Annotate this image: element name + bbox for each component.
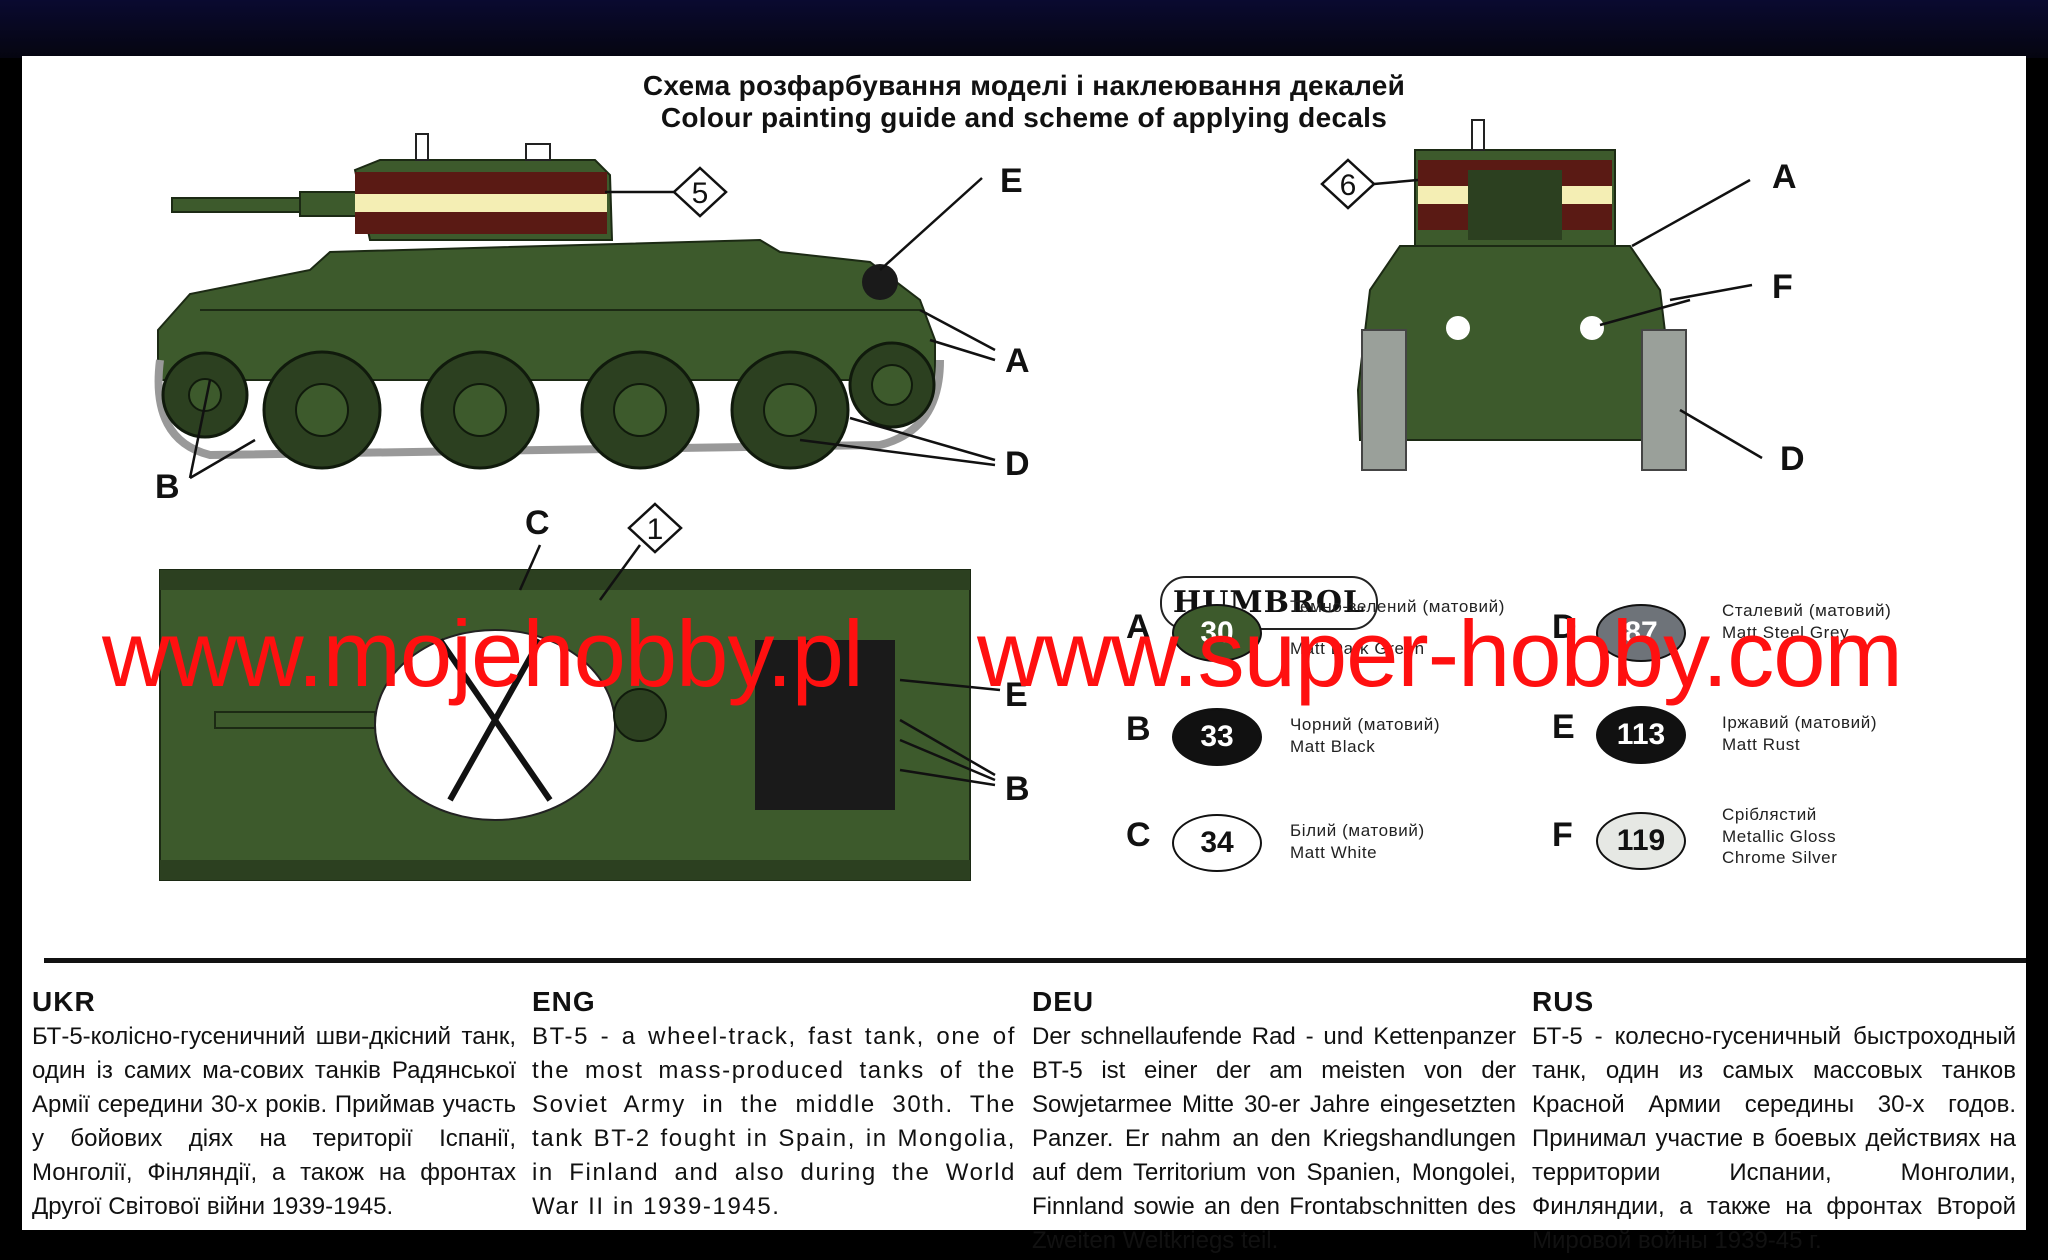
svg-text:1: 1 — [647, 513, 664, 546]
paint-name-local: Сталевий (матовий) — [1722, 601, 1892, 620]
paint-name-en: Matt Rust — [1722, 735, 1801, 754]
paint-name-en: Metallic Gloss Chrome Silver — [1722, 827, 1838, 867]
paint-chip: 34 — [1172, 814, 1262, 872]
language-heading: ENG — [532, 986, 596, 1017]
title-ukr: Схема розфарбування моделі і наклеювання… — [642, 70, 1406, 101]
side-label-b: B — [155, 468, 180, 506]
top-label-e: E — [1005, 676, 1028, 714]
svg-text:5: 5 — [692, 177, 709, 210]
top-label-b: B — [1005, 770, 1030, 808]
side-label-a: A — [1005, 342, 1030, 380]
paint-chip: 87 — [1596, 604, 1686, 662]
paint-letter: E — [1552, 708, 1575, 746]
side-view-tank — [154, 133, 944, 470]
description-text: BT-5 - a wheel-track, fast tank, one of … — [532, 1023, 1016, 1220]
paint-name-en: Matt Black — [1290, 737, 1376, 756]
paint-name-local: Темно-зелений (матовий) — [1290, 597, 1506, 616]
decal-marker-1: 1 — [598, 502, 683, 601]
paint-chip: 33 — [1172, 708, 1262, 766]
decal-marker-6: 6 — [1320, 158, 1419, 210]
watermark-mojehobby: www.mojehobby.pl — [102, 601, 864, 706]
language-heading: UKR — [32, 986, 96, 1017]
paint-name-en: Matt Steel Grey — [1722, 623, 1850, 642]
front-label-a: A — [1772, 158, 1797, 196]
paint-letter: C — [1126, 816, 1151, 854]
instruction-sheet: Схема розфарбування моделі і наклеювання… — [22, 56, 2026, 1254]
description-deu: DEU Der schnellaufende Rad - und Kettenp… — [1032, 986, 1516, 1258]
paint-chip: 119 — [1596, 812, 1686, 870]
paint-chip: 30 — [1172, 604, 1262, 662]
description-text: БТ-5 - колесно-гусеничный быстроходный т… — [1532, 1023, 2016, 1254]
top-frame-bar — [0, 0, 2048, 58]
side-label-e: E — [1000, 162, 1023, 200]
top-view-tank — [159, 569, 971, 881]
front-view-leaders — [1599, 178, 1763, 460]
paint-name-en: Matt White — [1290, 843, 1378, 862]
paint-letter: F — [1552, 816, 1573, 854]
watermark-super-hobby: www.super-hobby.com — [977, 601, 1903, 706]
top-view-leaders — [518, 544, 1001, 787]
paint-name-local: Іржавий (матовий) — [1722, 713, 1878, 732]
description-text: Der schnellaufende Rad - und Kettenpanze… — [1032, 1023, 1516, 1254]
title-eng: Colour painting guide and scheme of appl… — [660, 102, 1388, 133]
paint-name-local: Сріблястий — [1722, 805, 1817, 824]
language-heading: RUS — [1532, 986, 1595, 1017]
svg-text:6: 6 — [1340, 169, 1357, 202]
paint-letter: B — [1126, 710, 1151, 748]
description-eng: ENG BT-5 - a wheel-track, fast tank, one… — [532, 986, 1016, 1224]
language-heading: DEU — [1032, 986, 1095, 1017]
paint-chip: 113 — [1596, 706, 1686, 764]
side-label-d: D — [1005, 445, 1030, 483]
paint-name-en: Matt Dark Green — [1290, 639, 1425, 658]
top-label-c: C — [525, 504, 550, 542]
paint-name-local: Білий (матовий) — [1290, 821, 1425, 840]
section-divider — [44, 958, 2026, 963]
description-text: БТ-5-колісно-гусеничний шви-дкісний танк… — [32, 1023, 516, 1220]
description-ukr: UKR БТ-5-колісно-гусеничний шви-дкісний … — [32, 986, 516, 1224]
description-rus: RUS БТ-5 - колесно-гусеничный быстроходн… — [1532, 986, 2016, 1258]
side-view-leaders — [188, 177, 996, 480]
paint-name-local: Чорний (матовий) — [1290, 715, 1441, 734]
decal-marker-5: 5 — [672, 166, 728, 218]
paint-letter: A — [1126, 608, 1151, 646]
front-label-d: D — [1780, 440, 1805, 478]
paint-letter: D — [1552, 608, 1577, 646]
front-label-f: F — [1772, 268, 1793, 306]
front-view-tank — [1356, 119, 1687, 471]
